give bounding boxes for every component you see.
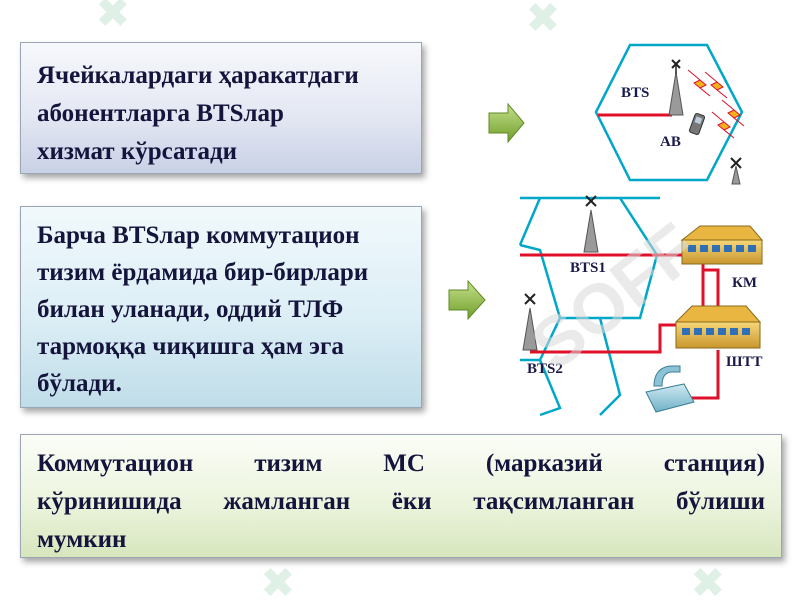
arrow-right-icon (488, 102, 525, 144)
radio-signal-icon (687, 69, 745, 139)
text-box-bts-connection: Барча BTSлар коммутацион тизим ёрдамида … (20, 206, 422, 408)
box1-line-3: хизмат кўрсатади (37, 138, 238, 165)
bts1-tower-icon (583, 195, 599, 253)
text-box-switching-system: Коммутацион тизим МС (марказий станция) … (20, 434, 782, 558)
network-diagram: BTS AB КМ (448, 43, 764, 417)
bts-tower-icon (730, 157, 742, 185)
watermark-shape: ✚ (84, 0, 140, 41)
watermark-shape: ✚ (249, 555, 305, 611)
bts-tower-icon (668, 59, 684, 116)
km-building-icon (680, 225, 764, 265)
label-bts1: BTS1 (570, 260, 606, 276)
box3-line-1: Коммутацион тизим МС (марказий станция) (37, 450, 765, 477)
box1-line-1: Ячейкалардаги ҳаракатдаги (37, 62, 359, 89)
watermark-text: SOFF (517, 208, 712, 384)
connection-lines (520, 253, 720, 400)
shtt-building-icon (674, 305, 762, 349)
cell-hexagon-top (594, 43, 744, 182)
label-km: КМ (732, 275, 757, 291)
box2-line-2: тизим ёрдамида бир-бирлари (37, 259, 369, 286)
arrow-right-icon (448, 279, 486, 321)
cell-hexagon-network (518, 196, 660, 417)
telephone-icon (645, 365, 695, 413)
box2-line-3: билан уланади, оддий ТЛФ (37, 296, 344, 323)
label-bts2: BTS2 (527, 361, 563, 377)
box2-line-1: Барча BTSлар коммутацион (37, 222, 360, 249)
box1-line-2: абонентларга BTSлар (37, 100, 284, 127)
mobile-phone-icon (688, 112, 706, 136)
label-shtt: ШТТ (726, 354, 762, 370)
box3-line-3: мумкин (37, 526, 127, 553)
label-bts: BTS (621, 85, 649, 101)
text-box-ab-service: Ячейкалардаги ҳаракатдаги абонентларга B… (20, 42, 422, 174)
box3-line-2: кўринишида жамланган ёки тақсимланган бў… (37, 488, 765, 515)
watermark-shape: ✚ (679, 555, 735, 611)
box2-line-4: тармоққа чиқишга ҳам эга (37, 333, 344, 360)
box2-line-5: бўлади. (37, 370, 122, 397)
bts2-tower-icon (522, 293, 538, 351)
label-ab: AB (660, 134, 681, 150)
